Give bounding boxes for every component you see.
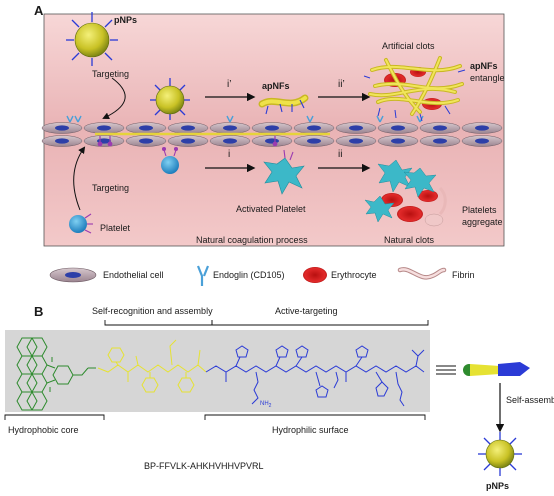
label-hydrophilic-surface: Hydrophilic surface xyxy=(272,425,349,435)
label-step-i: i xyxy=(228,149,231,160)
label-apnfs-entangle-1: apNFs xyxy=(470,61,498,71)
resting-platelet-bottom xyxy=(69,213,93,234)
panel-a-letter: A xyxy=(34,3,44,18)
endoglin-icon xyxy=(196,265,210,286)
bracket-active-targeting xyxy=(211,320,429,326)
endoglin-receptors xyxy=(66,115,424,123)
targeting-arrow-top xyxy=(102,77,126,120)
label-hydrophobic-core: Hydrophobic core xyxy=(8,425,79,435)
label-step-ii-prime: ii’ xyxy=(338,79,345,90)
label-platelets-aggregate-1: Platelets xyxy=(462,205,497,215)
label-artificial-clots: Artificial clots xyxy=(382,41,435,51)
label-self-assembly: Self-assembly xyxy=(506,395,554,405)
label-sequence: BP-FFVLK-AHKHVHHVPVRL xyxy=(144,461,264,471)
label-apnfs: apNFs xyxy=(262,81,290,91)
fibrin-icon xyxy=(397,267,447,280)
label-nh2-subscript: 2 xyxy=(268,403,272,410)
panel-b-letter: B xyxy=(34,304,44,319)
label-targeting-top: Targeting xyxy=(92,69,130,79)
label-nh2-base: NH xyxy=(260,401,269,407)
platelet-receptors xyxy=(97,136,278,147)
label-nh2: NH2 xyxy=(260,401,271,409)
bound-platelet xyxy=(161,146,179,174)
label-pnps-bottom: pNPs xyxy=(486,481,510,491)
targeting-arrow-bottom xyxy=(73,146,86,211)
label-active-targeting: Active-targeting xyxy=(275,306,338,316)
pnp-nanoparticle-topleft xyxy=(66,12,118,66)
legend-endoglin: Endoglin (CD105) xyxy=(213,270,285,280)
targeting-peptide-structure xyxy=(205,345,425,407)
bracket-self-recognition xyxy=(104,320,213,326)
label-activated-platelet: Activated Platelet xyxy=(236,204,306,214)
endothelium-lower xyxy=(41,135,503,147)
bracket-hydrophilic-surface xyxy=(204,414,426,420)
artificial-clot xyxy=(363,56,466,122)
molecule-amphiphile-icon xyxy=(463,362,530,376)
label-platelet: Platelet xyxy=(100,223,131,233)
label-natural-clots: Natural clots xyxy=(384,235,435,245)
activated-platelet xyxy=(263,149,305,195)
legend-erythrocyte: Erythrocyte xyxy=(331,270,377,280)
label-natural-coagulation: Natural coagulation process xyxy=(196,235,308,245)
erythrocyte-icon xyxy=(303,267,327,283)
label-self-recognition: Self-recognition and assembly xyxy=(92,306,213,316)
label-pnps-top: pNPs xyxy=(114,15,138,25)
legend-endothelial-cell: Endothelial cell xyxy=(103,270,164,280)
label-step-ii: ii xyxy=(338,149,343,160)
natural-clot xyxy=(364,159,447,227)
label-targeting-bottom: Targeting xyxy=(92,183,130,193)
label-step-i-prime: i’ xyxy=(227,79,232,90)
label-apnfs-entangle-2: entangle xyxy=(470,73,505,83)
endothelium-upper xyxy=(41,122,503,134)
equivalence-sign xyxy=(436,365,456,375)
apnf-fibre xyxy=(258,94,309,115)
legend-fibrin: Fibrin xyxy=(452,270,475,280)
label-platelets-aggregate-2: aggregate xyxy=(462,217,503,227)
chemical-structure-background xyxy=(5,330,430,412)
endothelial-cell-icon xyxy=(49,267,97,283)
hydrophobic-pyrene-structure xyxy=(16,337,96,411)
pnp-nanoparticle-middle xyxy=(150,78,190,120)
self-assembly-peptide-structure xyxy=(97,339,207,393)
pnp-nanoparticle-panel-b xyxy=(478,432,522,476)
bracket-hydrophobic-core xyxy=(4,414,105,420)
